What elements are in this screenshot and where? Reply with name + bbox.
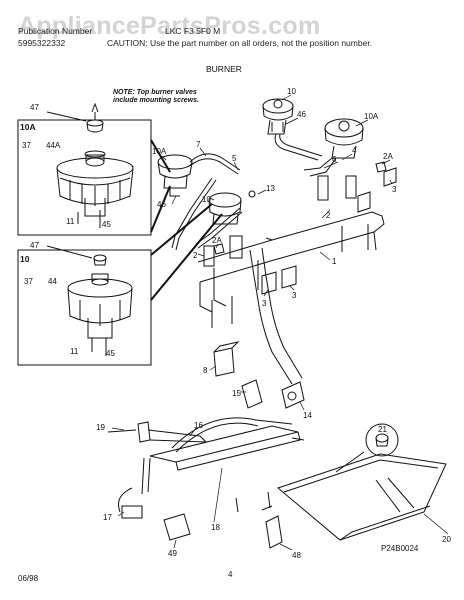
watermark-logo: AppliancePartsPros.com bbox=[18, 12, 321, 40]
switch-assembly bbox=[107, 417, 305, 549]
callout-8: 8 bbox=[203, 366, 208, 375]
callout-2a-left: 2A bbox=[212, 236, 222, 245]
callout-2-right: 2 bbox=[326, 211, 331, 220]
callout-5: 5 bbox=[232, 154, 237, 163]
callout-18: 18 bbox=[211, 523, 220, 532]
inset-box-10a bbox=[17, 119, 152, 236]
inset-bottom-title: 10 bbox=[20, 254, 30, 264]
callout-48: 48 bbox=[292, 551, 301, 560]
callout-6: 6 bbox=[332, 155, 337, 164]
callout-10-center: 10 bbox=[202, 195, 211, 204]
callout-46-top: 46 bbox=[297, 110, 306, 119]
caution-text: CAUTION: Use the part number on all orde… bbox=[107, 38, 373, 48]
inset-burner-10 bbox=[46, 245, 133, 356]
inset-bottom-callout-11: 11 bbox=[70, 347, 79, 356]
burner-10-center bbox=[208, 190, 256, 225]
inset-top-callout-11: 11 bbox=[66, 217, 75, 226]
note-line-2: include mounting screws. bbox=[113, 97, 199, 104]
inset-bottom-callout-44: 44 bbox=[48, 277, 57, 286]
callout-leaders bbox=[111, 94, 449, 551]
callout-10a-right: 10A bbox=[364, 112, 379, 121]
burner-head-10-top bbox=[262, 98, 294, 135]
callout-19: 19 bbox=[96, 423, 105, 432]
callout-10-top: 10 bbox=[287, 87, 296, 96]
note-line-1: NOTE: Top burner valves bbox=[113, 89, 197, 96]
callout-20: 20 bbox=[442, 535, 451, 544]
callout-7: 7 bbox=[196, 140, 201, 149]
callout-10a-left: 10A bbox=[152, 147, 167, 156]
callout-3-a: 3 bbox=[262, 299, 267, 308]
burner-10a-left bbox=[157, 154, 193, 197]
inset-bottom-callout-37: 37 bbox=[24, 277, 33, 286]
inset-top-callout-44a: 44A bbox=[46, 141, 61, 150]
inset-top-title: 10A bbox=[20, 122, 36, 132]
inset-box-10 bbox=[17, 249, 152, 366]
callout-2-left: 2 bbox=[193, 251, 198, 260]
inset-top-callout-47: 47 bbox=[30, 103, 39, 112]
callout-49: 49 bbox=[168, 549, 177, 558]
inset-burner-10a bbox=[56, 150, 134, 228]
inset-bottom-callout-45: 45 bbox=[106, 349, 115, 358]
callout-13: 13 bbox=[266, 184, 275, 193]
callout-3-b: 3 bbox=[292, 291, 297, 300]
inset-top-callout-37: 37 bbox=[22, 141, 31, 150]
callout-4: 4 bbox=[352, 146, 357, 155]
callout-46-left: 46 bbox=[157, 200, 166, 209]
section-title: BURNER bbox=[206, 64, 242, 74]
callout-1: 1 bbox=[332, 257, 337, 266]
callout-3-right: 3 bbox=[392, 185, 397, 194]
inset-top-callout-45: 45 bbox=[102, 220, 111, 229]
inset-cap-47-top bbox=[46, 102, 104, 133]
diagram-code: P24B0024 bbox=[381, 544, 419, 553]
callout-15: 15 bbox=[232, 389, 241, 398]
publication-number: 5995322332 bbox=[18, 38, 66, 48]
inset-bottom-callout-47: 47 bbox=[30, 241, 39, 250]
publication-label: Publication Number bbox=[18, 26, 93, 36]
callout-21: 21 bbox=[378, 425, 387, 434]
callout-14: 14 bbox=[303, 411, 312, 420]
spark-module bbox=[213, 341, 305, 409]
footer-date: 06/98 bbox=[18, 574, 39, 583]
gas-tubing bbox=[171, 133, 397, 385]
callout-16: 16 bbox=[194, 421, 203, 430]
burner-head-10a-right bbox=[324, 118, 364, 159]
callout-17: 17 bbox=[103, 513, 112, 522]
footer-page-number: 4 bbox=[228, 570, 233, 579]
callout-labels: 10 46 10A 7 5 10A 6 4 2A 3 46 13 10 2 2A… bbox=[20, 87, 451, 560]
callout-2a-right: 2A bbox=[383, 152, 393, 161]
detail-circle-21 bbox=[335, 423, 399, 473]
model-number: LKC F3 5F0 M bbox=[165, 26, 221, 36]
burner-base-shield bbox=[276, 453, 447, 541]
